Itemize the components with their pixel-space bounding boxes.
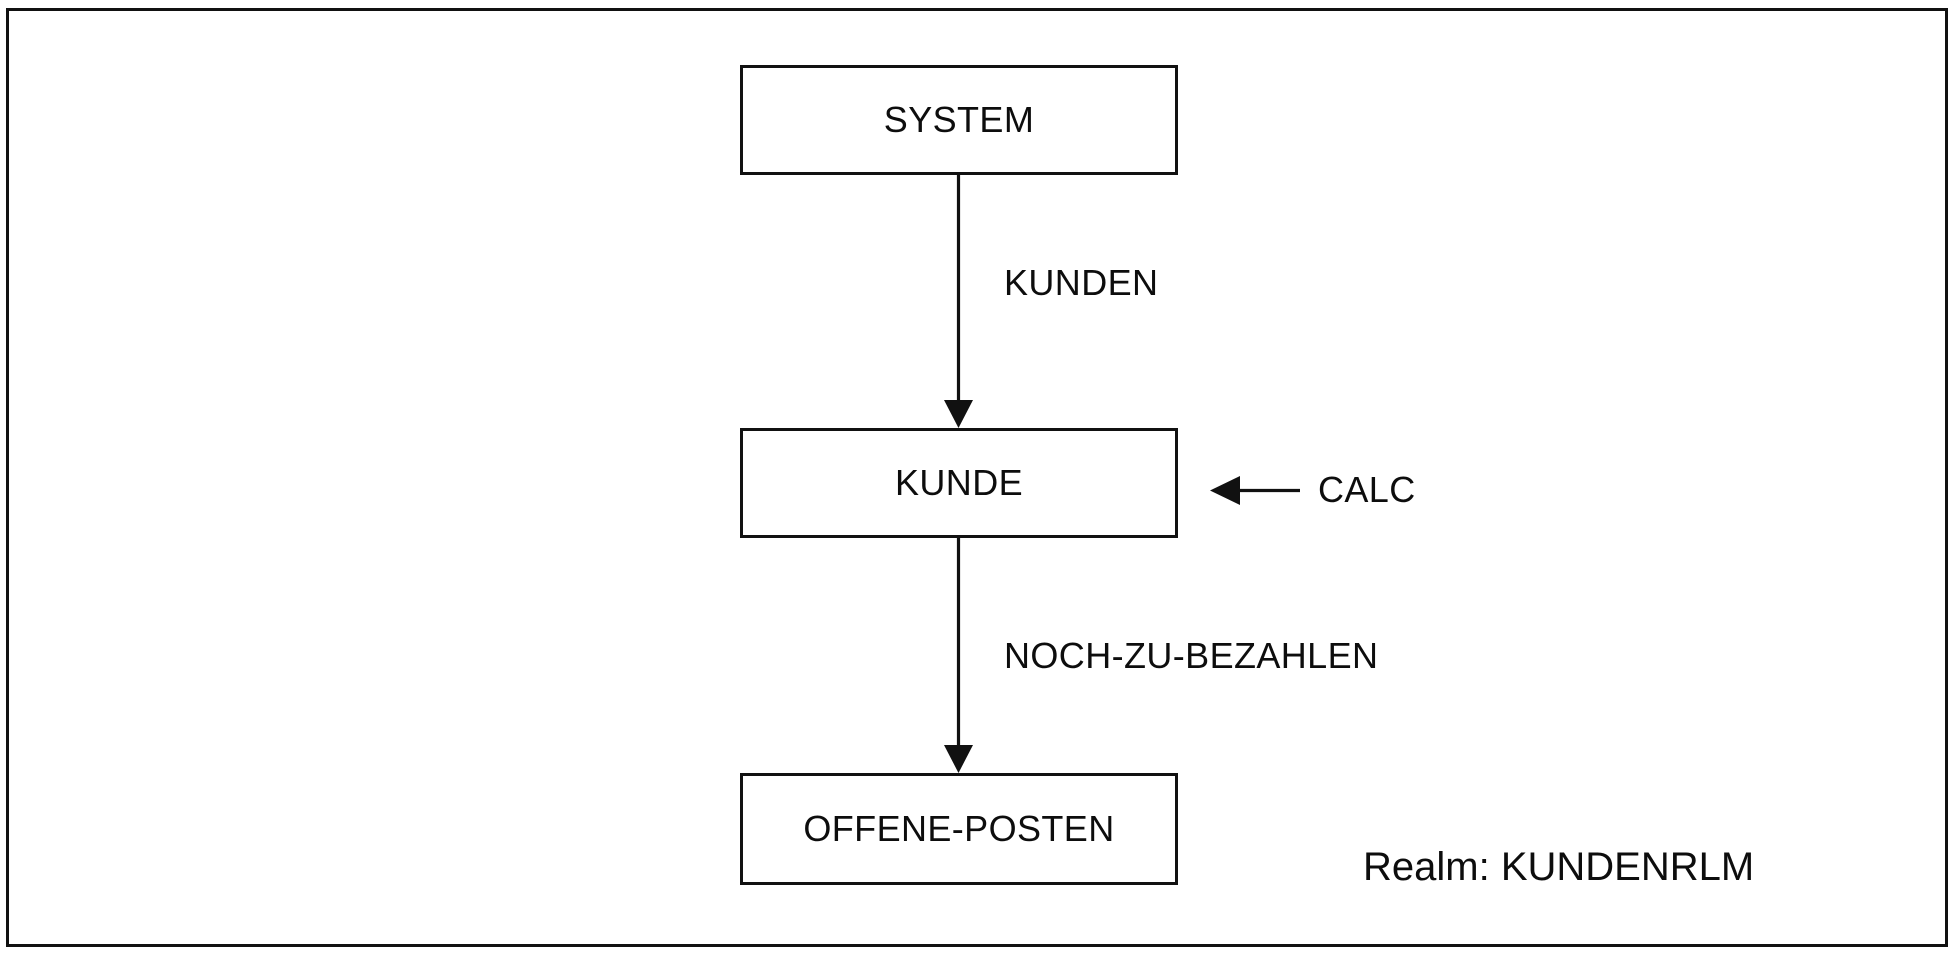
- entity-box-kunde[interactable]: KUNDE: [740, 428, 1178, 538]
- realm-caption: Realm: KUNDENRLM: [1363, 845, 1755, 889]
- entity-label-kunde: KUNDE: [894, 462, 1024, 503]
- edge-label-kunden: KUNDEN: [1004, 262, 1159, 303]
- edge-label-noch-zu-bezahlen: NOCH-ZU-BEZAHLEN: [1004, 635, 1379, 676]
- entity-label-system: SYSTEM: [883, 99, 1035, 140]
- edge-label-calc: CALC: [1318, 469, 1416, 510]
- entity-label-offene-posten: OFFENE-POSTEN: [803, 808, 1115, 849]
- entity-box-offene-posten[interactable]: OFFENE-POSTEN: [740, 773, 1178, 885]
- entity-box-system[interactable]: SYSTEM: [740, 65, 1178, 175]
